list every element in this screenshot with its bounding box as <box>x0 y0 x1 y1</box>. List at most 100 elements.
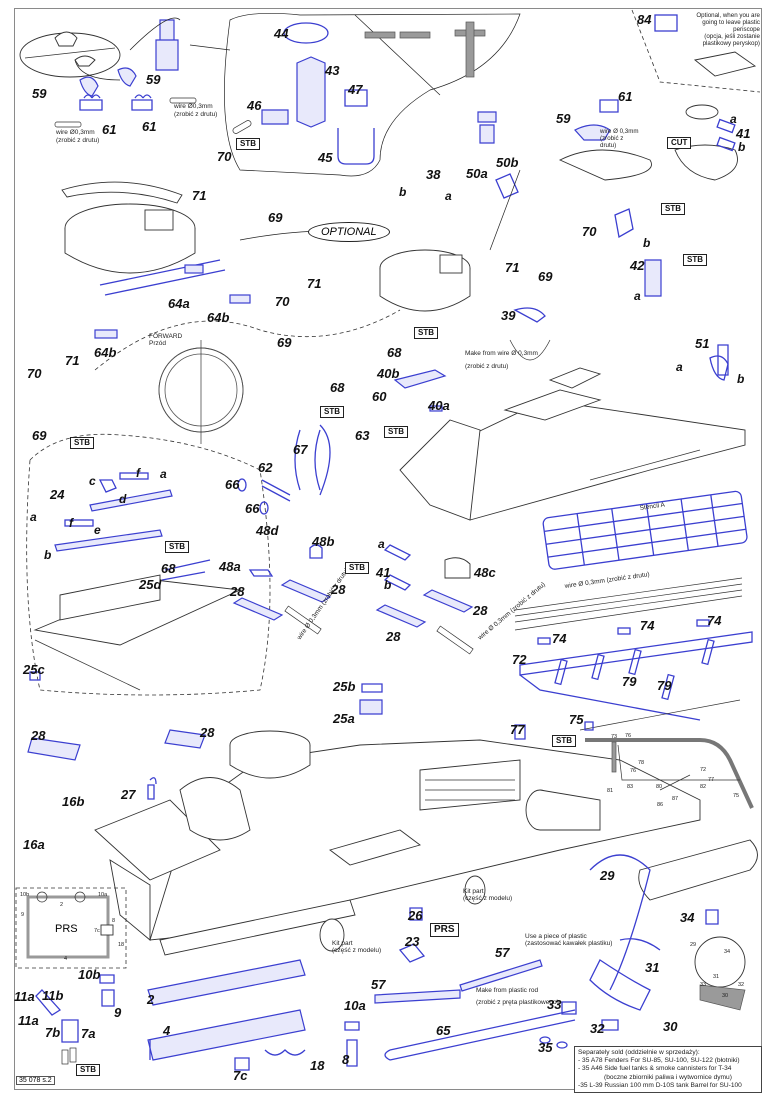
separately-sold-item: - 35 A46 Side fuel tanks & smoke cannist… <box>578 1065 732 1073</box>
label-28: 28 <box>199 725 215 740</box>
wire-rods <box>514 577 753 721</box>
label-71: 71 <box>65 353 79 368</box>
stencil-grid <box>542 490 748 570</box>
label-48c: 48c <box>473 565 496 580</box>
svg-text:PRS: PRS <box>55 923 78 935</box>
label-24-f: f <box>69 516 74 530</box>
svg-text:82: 82 <box>700 784 706 790</box>
optional-callout: OPTIONAL <box>308 222 390 242</box>
label-41: 41 <box>735 126 750 141</box>
stb-marker: STB <box>683 254 707 266</box>
label-74: 74 <box>640 618 655 633</box>
label-48a: 48a <box>218 559 241 574</box>
label-69: 69 <box>538 269 553 284</box>
svg-text:(część z modelu): (część z modelu) <box>463 895 512 902</box>
svg-text:72: 72 <box>700 767 706 773</box>
svg-text:(część z modelu): (część z modelu) <box>332 947 381 954</box>
label-48b: 48b <box>311 534 334 549</box>
label-47: 47 <box>347 82 363 97</box>
label-51-b: b <box>737 372 744 386</box>
label-68: 68 <box>387 345 402 360</box>
label-69: 69 <box>268 210 283 225</box>
label-50a: 50a <box>466 166 488 181</box>
label-24-e: e <box>94 523 101 537</box>
stb-marker: STB <box>320 406 344 418</box>
label-39: 39 <box>501 308 516 323</box>
label-68: 68 <box>330 380 345 395</box>
label-48d: 48d <box>255 523 279 538</box>
svg-text:Make from wire Ø 0,3mm: Make from wire Ø 0,3mm <box>465 350 538 357</box>
label-24-f: f <box>136 466 141 480</box>
label-42-b: b <box>643 236 650 250</box>
label-68: 68 <box>161 561 176 576</box>
label-28: 28 <box>229 584 245 599</box>
hatch-assembly-top-left <box>19 17 231 128</box>
svg-text:81: 81 <box>607 788 613 794</box>
label-34: 34 <box>680 910 695 925</box>
label-7c: 7c <box>233 1068 248 1083</box>
stb-marker: STB <box>414 327 438 339</box>
label-57: 57 <box>371 977 386 992</box>
label-24-a: a <box>30 510 37 524</box>
lower-parts <box>35 854 746 1071</box>
separately-sold-item: -35 L-39 Russian 100 mm D-10S tank Barre… <box>578 1081 742 1089</box>
svg-text:34: 34 <box>724 949 730 955</box>
label-28: 28 <box>330 582 346 597</box>
wire-note-small: wire Ø 0,3mm (zrobić z drutu) <box>600 128 639 149</box>
label-16b: 16b <box>62 794 84 809</box>
label-25a: 25a <box>332 711 355 726</box>
svg-text:4: 4 <box>64 956 67 962</box>
label-9: 9 <box>114 1005 122 1020</box>
svg-text:30: 30 <box>722 993 728 999</box>
separately-sold-item: - 35 A78 Fenders For SU-85, SU-100, SU-1… <box>578 1057 740 1065</box>
svg-text:(zrobić z drutu): (zrobić z drutu) <box>174 111 217 118</box>
label-74: 74 <box>552 631 567 646</box>
label-8: 8 <box>342 1052 350 1067</box>
label-64b: 64b <box>207 310 229 325</box>
label-18: 18 <box>310 1058 325 1073</box>
part-labels: 59 59 61 61 44 43 46 47 45 84 61 59 a 41… <box>14 12 750 1083</box>
svg-text:77: 77 <box>708 777 714 783</box>
label-75: 75 <box>569 712 584 727</box>
label-51-a: a <box>676 360 683 374</box>
label-30: 30 <box>663 1019 678 1034</box>
label-38-a: a <box>445 189 452 203</box>
label-63: 63 <box>355 428 370 443</box>
label-71: 71 <box>307 276 321 291</box>
label-70: 70 <box>217 149 232 164</box>
separately-sold-item: (boczne zbiorniki paliwa i wytwornice dy… <box>604 1073 732 1081</box>
label-51: 51 <box>695 336 709 351</box>
label-11a: 11a <box>14 989 35 1004</box>
svg-text:29: 29 <box>690 942 696 948</box>
svg-text:wire Ø0,3mm: wire Ø0,3mm <box>173 103 213 110</box>
label-28: 28 <box>385 629 401 644</box>
label-40b: 40b <box>376 366 399 381</box>
label-70: 70 <box>582 224 597 239</box>
label-62: 62 <box>258 460 273 475</box>
stb-marker: STB <box>661 203 685 215</box>
label-24-a: a <box>160 467 167 481</box>
label-66: 66 <box>225 477 240 492</box>
label-25c: 25c <box>22 662 45 677</box>
label-31: 31 <box>645 960 659 975</box>
separately-sold-box: Separately sold (oddzielnie w sprzedaży)… <box>574 1046 762 1094</box>
plates-28 <box>232 544 474 655</box>
svg-text:(zrobić z drutu): (zrobić z drutu) <box>56 137 99 144</box>
svg-text:10b: 10b <box>20 892 29 898</box>
cross-section-sketch <box>364 21 486 78</box>
label-67: 67 <box>293 442 308 457</box>
bubble-periscope-box <box>224 12 521 177</box>
label-23: 23 <box>404 934 420 949</box>
label-70: 70 <box>27 366 42 381</box>
svg-text:83: 83 <box>627 784 633 790</box>
svg-text:2: 2 <box>60 902 63 908</box>
sheet-id: 35 078 s.2 <box>16 1076 55 1085</box>
label-35: 35 <box>538 1040 553 1055</box>
stb-marker: STB <box>165 541 189 553</box>
label-57: 57 <box>495 945 510 960</box>
svg-text:Make from plastic rod: Make from plastic rod <box>476 987 539 994</box>
svg-text:wire Ø 0,3mm (zrobić z drutu): wire Ø 0,3mm (zrobić z drutu) <box>563 571 650 590</box>
upper-hull-right <box>393 208 746 521</box>
label-26: 26 <box>407 908 423 923</box>
lower-hull-main <box>27 683 758 956</box>
